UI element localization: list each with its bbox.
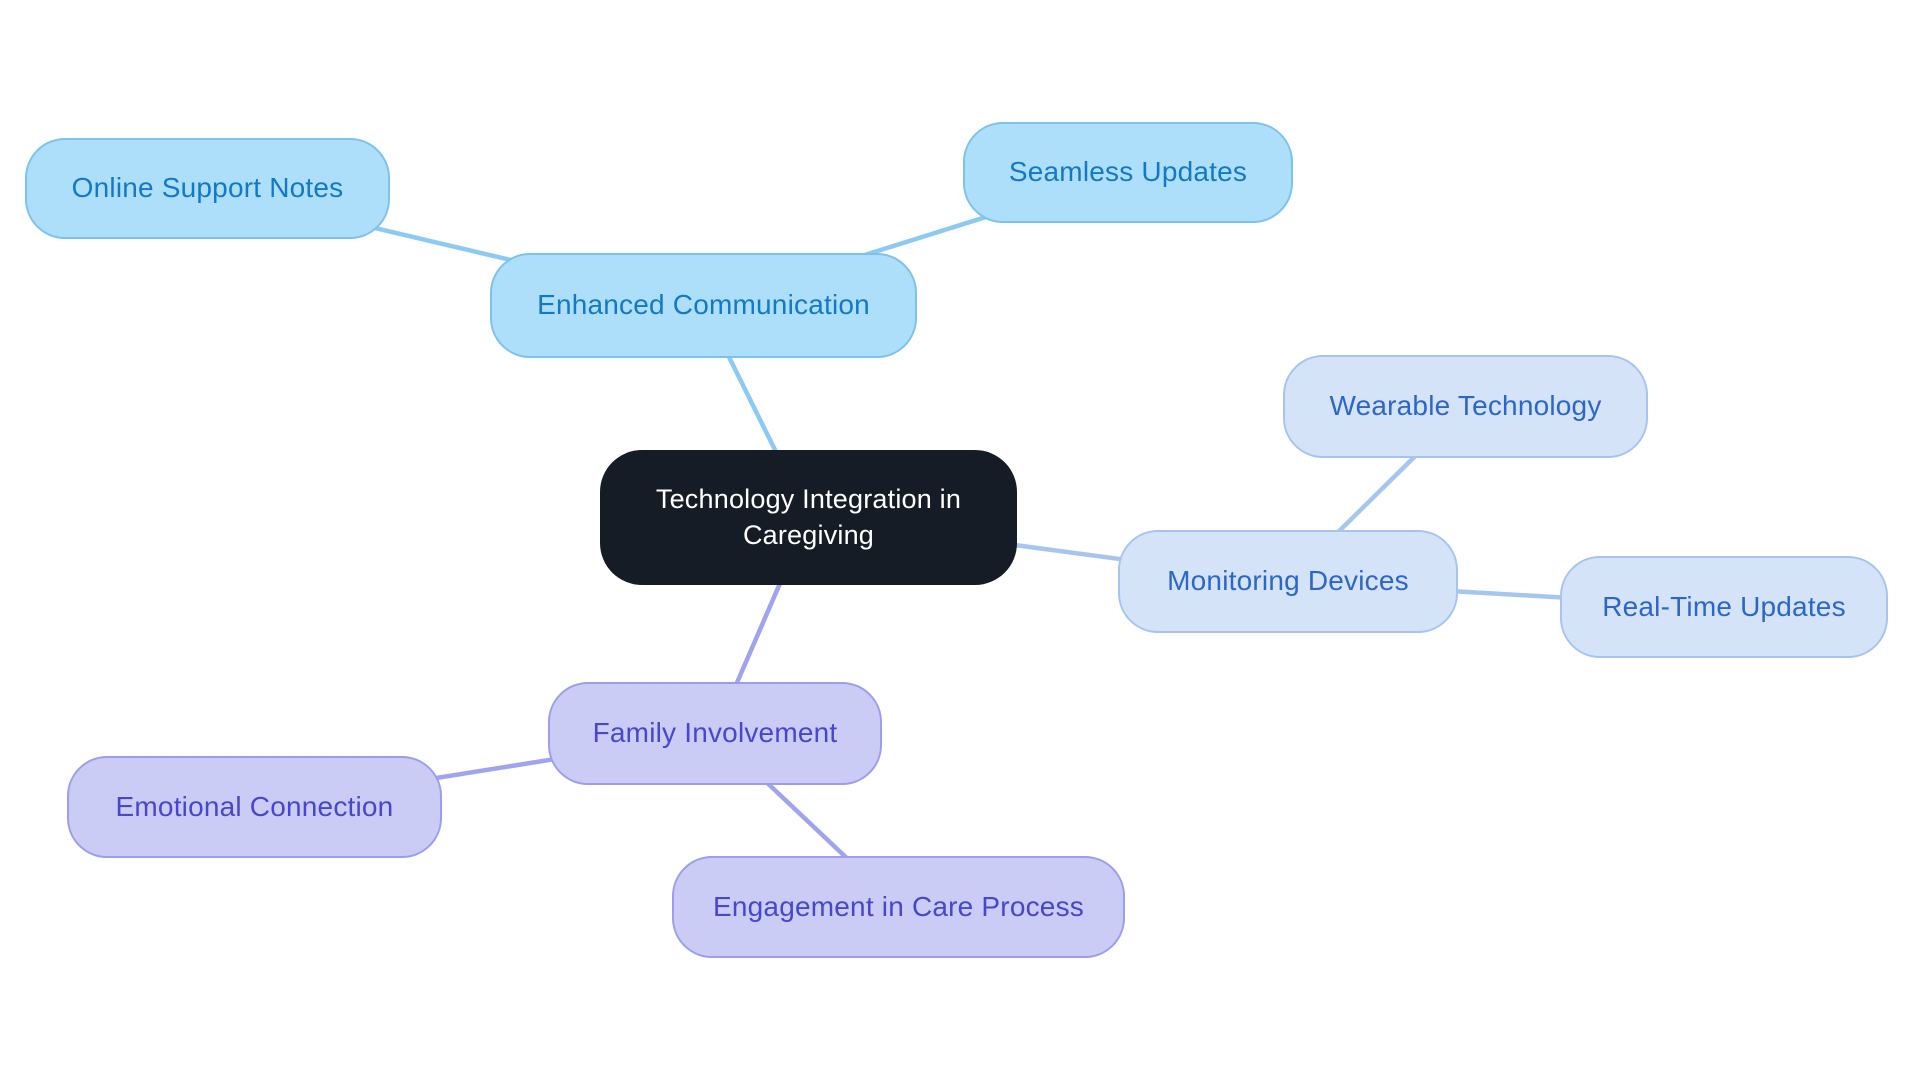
node-label: Real-Time Updates xyxy=(1602,590,1846,622)
node-enhanced-communication[interactable]: Enhanced Communication xyxy=(490,253,917,358)
node-label: Emotional Connection xyxy=(115,790,394,822)
node-online-support-notes[interactable]: Online Support Notes xyxy=(25,138,390,239)
node-label: Engagement in Care Process xyxy=(713,890,1084,922)
node-label: Monitoring Devices xyxy=(1167,565,1409,597)
node-label: Technology Integration in Caregiving xyxy=(655,483,962,550)
node-monitoring-devices[interactable]: Monitoring Devices xyxy=(1118,530,1458,633)
node-label: Enhanced Communication xyxy=(537,289,870,321)
node-label: Seamless Updates xyxy=(1008,156,1248,188)
node-emotional-connection[interactable]: Emotional Connection xyxy=(67,756,442,858)
node-central-topic[interactable]: Technology Integration in Caregiving xyxy=(600,450,1017,585)
node-wearable-technology[interactable]: Wearable Technology xyxy=(1283,355,1648,458)
node-real-time-updates[interactable]: Real-Time Updates xyxy=(1560,556,1888,658)
node-label: Online Support Notes xyxy=(71,172,344,204)
node-seamless-updates[interactable]: Seamless Updates xyxy=(963,122,1293,223)
node-label: Wearable Technology xyxy=(1329,390,1602,422)
node-family-involvement[interactable]: Family Involvement xyxy=(548,682,882,785)
node-engagement-in-care-process[interactable]: Engagement in Care Process xyxy=(672,856,1125,958)
node-label: Family Involvement xyxy=(592,717,838,749)
